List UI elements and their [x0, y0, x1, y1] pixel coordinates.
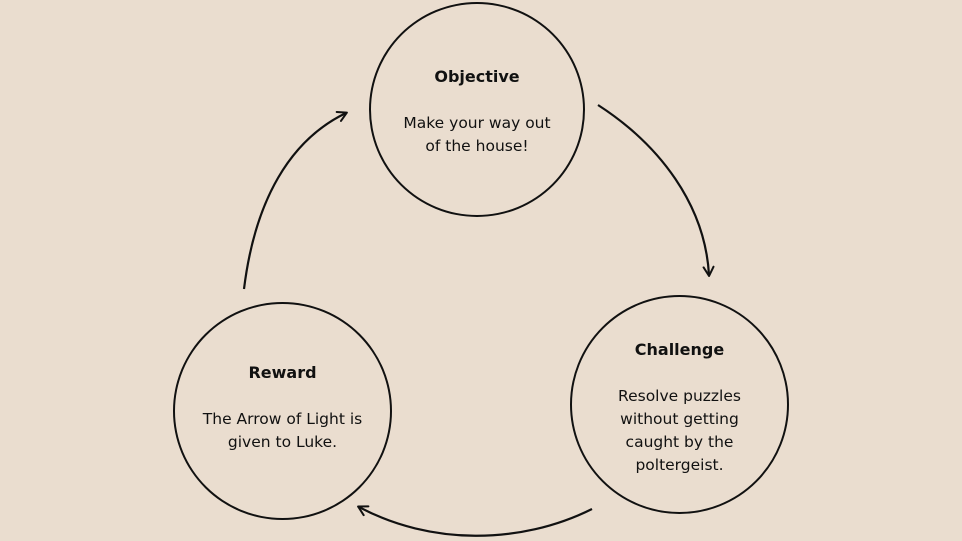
- node-reward-title: Reward: [248, 363, 317, 382]
- node-challenge-description: Resolve puzzles without getting caught b…: [618, 387, 741, 474]
- node-objective-description: Make your way out of the house!: [403, 114, 551, 155]
- node-challenge-title: Challenge: [634, 340, 725, 359]
- node-objective: Objective Make your way out of the house…: [369, 2, 585, 217]
- arrow-challenge-to-reward: [357, 505, 593, 537]
- node-challenge: Challenge Resolve puzzles without gettin…: [570, 295, 789, 514]
- node-reward-description: The Arrow of Light is given to Luke.: [202, 410, 363, 451]
- node-reward: Reward The Arrow of Light is given to Lu…: [173, 302, 392, 520]
- arrow-reward-to-objective: [242, 110, 348, 290]
- arrow-objective-to-challenge: [597, 104, 715, 277]
- node-objective-title: Objective: [434, 67, 520, 86]
